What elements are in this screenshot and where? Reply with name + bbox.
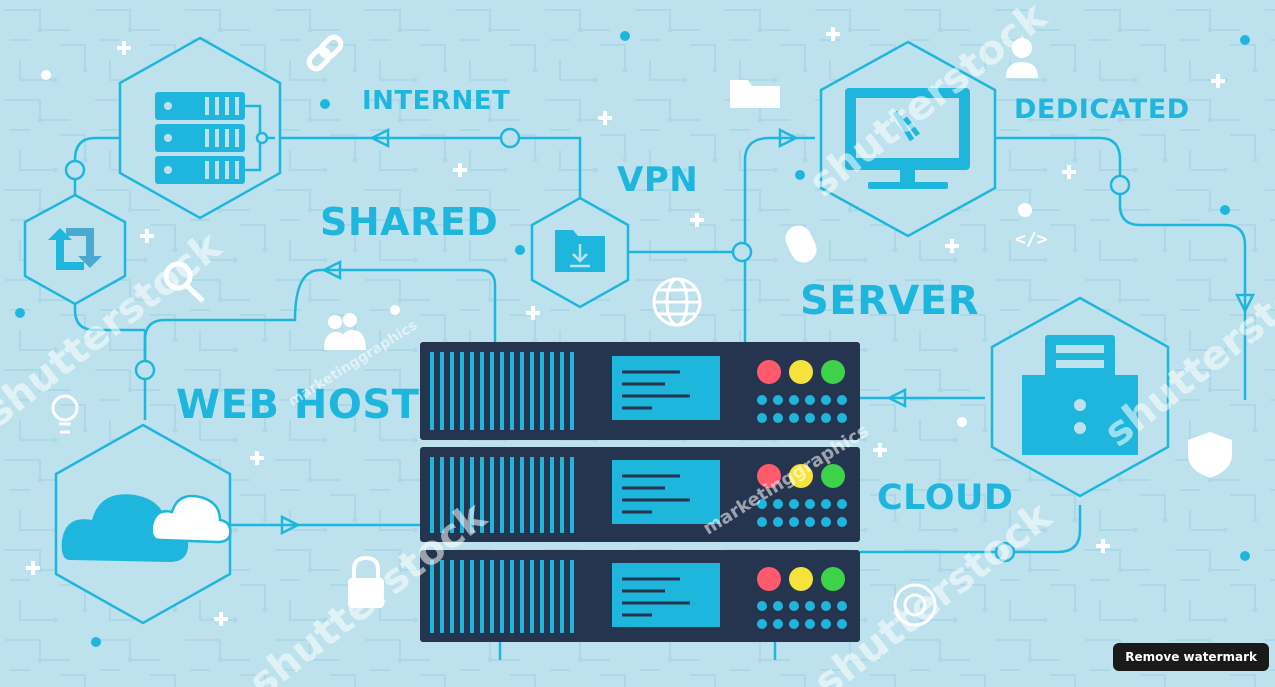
svg-text:</>: </> (1015, 229, 1048, 250)
touch-icon (893, 583, 937, 627)
lock-icon (348, 555, 384, 608)
tower-server-icon (1022, 335, 1138, 455)
label-vpn: VPN (617, 160, 699, 200)
users-icon (324, 313, 366, 350)
cloud-icon (61, 494, 232, 562)
label-internet: INTERNET (362, 86, 511, 116)
label-shared: SHARED (320, 200, 499, 244)
globe-icon (652, 277, 702, 327)
shield-icon (1188, 432, 1232, 478)
headset-user-icon (1006, 38, 1038, 78)
label-cloud: CLOUD (877, 478, 1014, 518)
port-dots (757, 395, 847, 629)
link-icon (306, 34, 344, 72)
lightbulb-icon (51, 394, 79, 434)
mouse-icon (785, 225, 817, 263)
connector-nodes (64, 127, 1131, 563)
label-dedicated: DEDICATED (1014, 94, 1190, 125)
server-stack (420, 342, 860, 642)
direction-arrows (280, 127, 1256, 536)
monitor-icon (845, 88, 970, 189)
folder-icon (730, 80, 780, 108)
decor-dots (15, 31, 1250, 647)
remove-watermark-button[interactable]: Remove watermark (1113, 643, 1269, 671)
label-web-host: WEB HOST (176, 382, 420, 428)
folder-download-icon (555, 230, 605, 272)
rack-server-icon (155, 92, 275, 184)
code-gear-icon: </> (1015, 203, 1048, 250)
transfer-arrows-icon (48, 228, 102, 270)
magnifier-icon (163, 261, 205, 303)
decor-plus-signs (26, 27, 1225, 626)
connection-lines (73, 136, 1247, 660)
label-server: SERVER (800, 278, 980, 324)
status-leds (757, 360, 845, 591)
